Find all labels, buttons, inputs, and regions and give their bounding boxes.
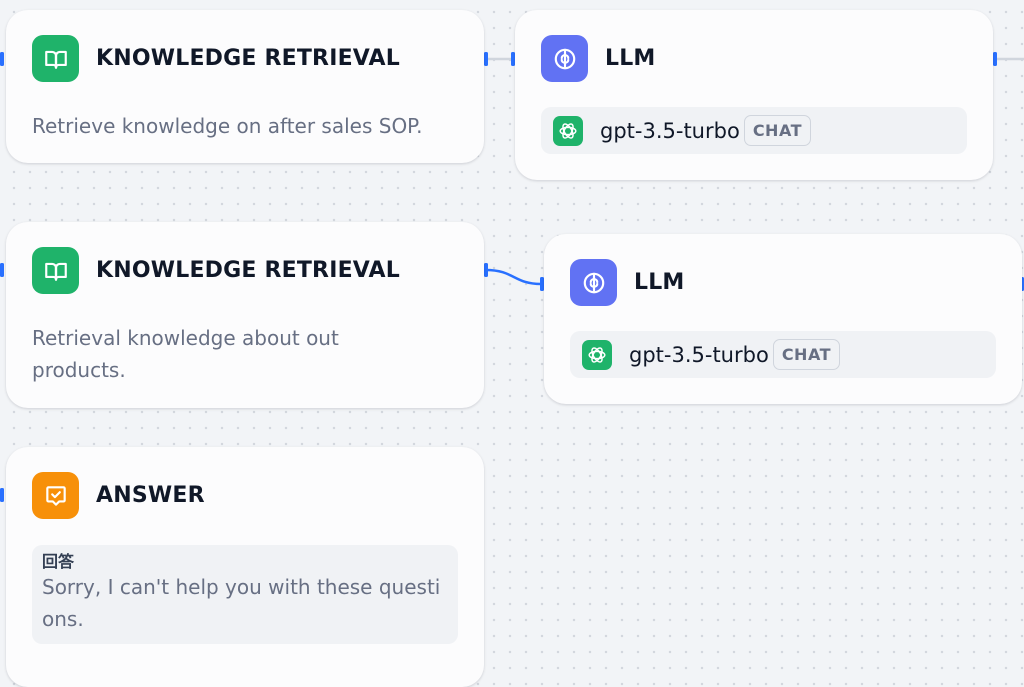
answer-content: 回答 Sorry, I can't help you with these qu…: [32, 545, 458, 644]
knowledge-retrieval-node-2[interactable]: KNOWLEDGE RETRIEVAL Retrieval knowledge …: [6, 222, 484, 408]
answer-text: Sorry, I can't help you with these quest…: [42, 575, 441, 631]
message-check-icon: [32, 472, 79, 519]
node-header: KNOWLEDGE RETRIEVAL: [32, 35, 400, 82]
brain-icon: [570, 259, 617, 306]
knowledge-retrieval-node-1[interactable]: KNOWLEDGE RETRIEVAL Retrieve knowledge o…: [6, 10, 484, 163]
model-mode-badge: CHAT: [743, 115, 811, 146]
brain-icon: [541, 35, 588, 82]
node-title: LLM: [605, 46, 656, 71]
node-header: ANSWER: [32, 472, 205, 519]
node-header: KNOWLEDGE RETRIEVAL: [32, 247, 400, 294]
model-name: gpt-3.5-turbo: [600, 118, 740, 143]
node-title: LLM: [634, 270, 685, 295]
llm1-output-handle[interactable]: [993, 52, 997, 66]
llm-node-2[interactable]: LLM gpt-3.5-turbo CHAT: [544, 234, 1022, 404]
book-open-icon: [32, 247, 79, 294]
openai-icon: [582, 339, 612, 370]
kr2-input-handle[interactable]: [0, 263, 4, 277]
node-title: KNOWLEDGE RETRIEVAL: [96, 258, 400, 283]
model-name: gpt-3.5-turbo: [629, 342, 769, 367]
model-mode-badge: CHAT: [772, 339, 840, 370]
answer-label: 回答: [42, 552, 75, 571]
kr1-output-handle[interactable]: [484, 52, 488, 66]
kr1-input-handle[interactable]: [0, 52, 4, 66]
node-title: KNOWLEDGE RETRIEVAL: [96, 46, 400, 71]
node-description: Retrieve knowledge on after sales SOP.: [32, 114, 423, 138]
node-header: LLM: [541, 35, 656, 82]
node-header: LLM: [570, 259, 685, 306]
kr2-output-handle[interactable]: [484, 263, 488, 277]
node-description: Retrieval knowledge about out products.: [32, 326, 339, 382]
llm-node-1[interactable]: LLM gpt-3.5-turbo CHAT: [515, 10, 993, 180]
answer-node[interactable]: ANSWER 回答 Sorry, I can't help you with t…: [6, 447, 484, 687]
answer-input-handle[interactable]: [0, 488, 4, 502]
openai-icon: [553, 115, 583, 146]
edge-kr2-llm2[interactable]: [485, 268, 542, 286]
model-selector[interactable]: gpt-3.5-turbo CHAT: [541, 107, 967, 154]
model-selector[interactable]: gpt-3.5-turbo CHAT: [570, 331, 996, 378]
node-title: ANSWER: [96, 483, 205, 508]
book-open-icon: [32, 35, 79, 82]
